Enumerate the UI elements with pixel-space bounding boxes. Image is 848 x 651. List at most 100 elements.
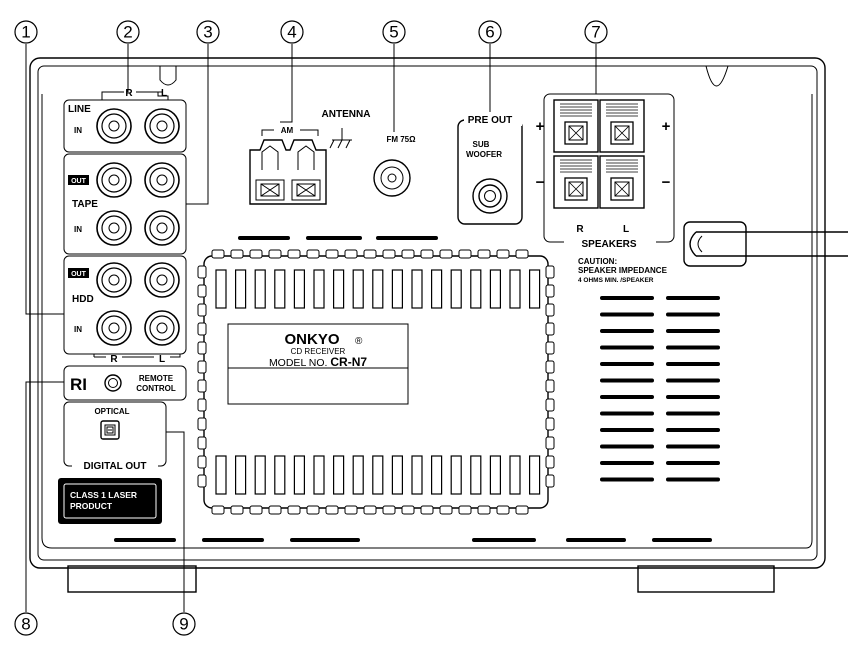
vent-tab <box>230 249 244 259</box>
speaker-section: SPEAKERS R L + + − − CAUTION: SPEAKER IM… <box>536 93 675 284</box>
speaker-terminal[interactable] <box>599 155 645 209</box>
vent-slot <box>411 269 423 309</box>
rca-jack[interactable] <box>144 262 180 298</box>
rca-jack[interactable] <box>96 310 132 346</box>
hdd-label: HDD <box>72 294 94 305</box>
rca-jack[interactable] <box>96 262 132 298</box>
vent-tab <box>515 249 529 259</box>
vent-tab <box>420 505 434 515</box>
vent-tab <box>268 505 282 515</box>
product-type: CD RECEIVER <box>291 347 346 356</box>
remote-jack[interactable] <box>104 374 122 392</box>
vent-slot <box>470 269 482 309</box>
vent-tab <box>515 505 529 515</box>
rca-jack[interactable] <box>144 310 180 346</box>
vent-tab <box>197 284 207 298</box>
subwoofer-label-2: WOOFER <box>466 150 502 159</box>
callout-7: 7 <box>584 20 608 44</box>
rca-jack[interactable] <box>144 162 180 198</box>
callout-6: 6 <box>478 20 502 44</box>
preout-section: PRE OUT SUB WOOFER <box>457 112 523 225</box>
callout-number: 8 <box>21 615 30 634</box>
caution-line-2: SPEAKER IMPEDANCE <box>578 266 668 275</box>
callout-5: 5 <box>382 20 406 44</box>
speaker-terminal[interactable] <box>553 99 599 153</box>
rca-jack[interactable] <box>144 108 180 144</box>
brand-logo: ONKYO <box>284 331 339 348</box>
vent-slot <box>450 269 462 309</box>
callout-number: 9 <box>179 615 188 634</box>
remote-label-1: REMOTE <box>139 374 174 383</box>
fm-label: FM 75Ω <box>386 135 416 144</box>
rca-jack[interactable] <box>144 210 180 246</box>
vent-tab <box>545 417 555 431</box>
vent-tab <box>458 249 472 259</box>
vent-tab <box>287 249 301 259</box>
callout-8: 8 <box>14 612 38 636</box>
vent-tab <box>363 505 377 515</box>
rca-jack[interactable] <box>96 210 132 246</box>
vent-tab <box>197 322 207 336</box>
foot-right <box>637 565 775 593</box>
vent-slot <box>313 269 325 309</box>
digital-out-title: DIGITAL OUT <box>84 461 147 472</box>
laser-label-2: PRODUCT <box>70 501 113 511</box>
vent-tab <box>197 360 207 374</box>
am-label: AM <box>281 126 294 135</box>
fm-jack[interactable] <box>373 159 411 197</box>
vent-tab <box>545 360 555 374</box>
vent-tab <box>439 505 453 515</box>
vent-slot <box>411 455 423 495</box>
jacks-bottom-l: L <box>159 354 165 365</box>
tape-in-label: IN <box>74 225 82 234</box>
vent-tab <box>197 474 207 488</box>
vent-tab <box>545 284 555 298</box>
vent-tab <box>420 249 434 259</box>
callout-number: 2 <box>123 23 132 42</box>
rca-jack[interactable] <box>96 108 132 144</box>
vent-tab <box>477 505 491 515</box>
power-cord <box>683 221 848 267</box>
speaker-terminal[interactable] <box>553 155 599 209</box>
vent-tab <box>230 505 244 515</box>
speaker-minus-right: − <box>662 174 671 191</box>
vent-tab <box>249 505 263 515</box>
vent-tab <box>211 249 225 259</box>
subwoofer-jack[interactable] <box>472 178 508 214</box>
vent-tab <box>439 249 453 259</box>
vent-tab <box>197 265 207 279</box>
subwoofer-label-1: SUB <box>473 140 490 149</box>
vent-slot <box>235 269 247 309</box>
speaker-plus-right: + <box>662 118 671 135</box>
ri-logo: RI <box>70 375 87 394</box>
optical-port[interactable] <box>100 420 120 440</box>
rca-jack[interactable] <box>96 162 132 198</box>
callout-1: 1 <box>14 20 38 44</box>
vent-tab <box>344 249 358 259</box>
am-terminal[interactable] <box>249 139 327 205</box>
vent-tab <box>382 505 396 515</box>
vent-tab <box>306 249 320 259</box>
vent-tab <box>197 303 207 317</box>
vent-tab <box>545 303 555 317</box>
vent-slot <box>215 269 227 309</box>
vent-tab <box>197 436 207 450</box>
hdd-out-badge <box>68 268 89 278</box>
vent-tab <box>197 379 207 393</box>
vent-tab <box>458 505 472 515</box>
antenna-title: ANTENNA <box>322 109 371 120</box>
vent-tab <box>211 505 225 515</box>
speaker-terminal[interactable] <box>599 99 645 153</box>
vent-slot <box>509 269 521 309</box>
callout-4: 4 <box>280 20 304 44</box>
vent-slot <box>528 455 541 495</box>
vent-tab <box>249 249 263 259</box>
vent-tab <box>363 249 377 259</box>
vent-slot <box>293 455 305 495</box>
speaker-plus-left: + <box>536 118 545 135</box>
vent-tab <box>545 265 555 279</box>
callout-2: 2 <box>116 20 140 44</box>
vent-tab <box>545 379 555 393</box>
vent-slot <box>313 455 325 495</box>
vent-slot <box>274 455 286 495</box>
